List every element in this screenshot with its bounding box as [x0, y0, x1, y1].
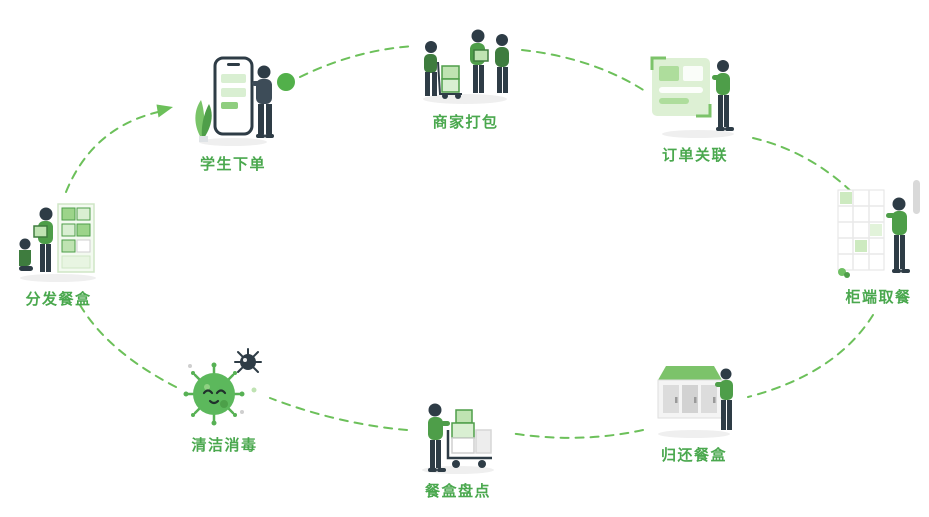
step-merchant-pack: 商家打包	[418, 10, 513, 132]
connector-student-to-merchant	[299, 45, 415, 78]
connector-distribute-to-student	[65, 111, 159, 193]
connector-inventory-to-clean	[269, 397, 408, 431]
step-return-box: 归还餐盒	[654, 356, 734, 465]
connector-merchant-to-orderlink	[521, 49, 649, 94]
box-inventory-illustration	[422, 403, 494, 474]
step-student-order: 学生下单	[188, 52, 278, 174]
step-label-distribute: 分发餐盒	[25, 290, 92, 308]
distribute-illustration	[19, 203, 96, 282]
flow-arrowhead	[156, 104, 173, 118]
step-box-inventory: 餐盒盘点	[418, 386, 498, 501]
flow-dot	[277, 73, 295, 91]
step-label-student-order: 学生下单	[199, 155, 266, 173]
step-label-order-link: 订单关联	[661, 146, 728, 164]
step-label-box-inventory: 餐盒盘点	[424, 482, 491, 500]
step-cabinet-pickup: 柜端取餐	[836, 180, 921, 307]
order-link-illustration	[650, 56, 734, 138]
connector-cabinet-to-return	[747, 314, 874, 398]
step-label-cabinet-pickup: 柜端取餐	[845, 288, 912, 306]
connector-return-to-inventory	[509, 429, 644, 439]
step-clean-disinfect: 清洁消毒	[182, 346, 267, 455]
clean-disinfect-illustration	[183, 348, 262, 426]
cabinet-pickup-illustration	[837, 180, 920, 278]
connector-clean-to-distribute	[79, 304, 177, 388]
student-order-illustration	[195, 56, 274, 146]
step-label-clean-disinfect: 清洁消毒	[191, 436, 258, 454]
step-order-link: 订单关联	[650, 50, 740, 165]
step-label-merchant-pack: 商家打包	[432, 113, 499, 131]
merchant-pack-illustration	[423, 29, 509, 104]
return-box-illustration	[657, 366, 733, 438]
step-distribute: 分发餐盒	[16, 192, 101, 309]
step-label-return-box: 归还餐盒	[660, 446, 727, 464]
